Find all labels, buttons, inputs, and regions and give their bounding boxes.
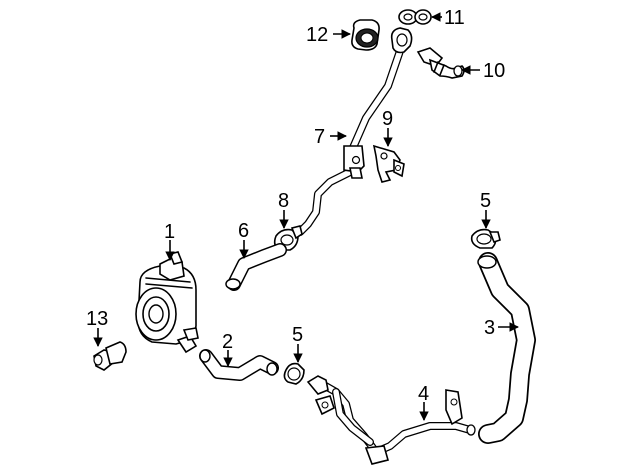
callout-12: 12 <box>306 24 328 46</box>
part-13-connector <box>93 341 127 371</box>
part-9-bracket <box>372 144 405 183</box>
part-4-pipe <box>306 375 476 465</box>
part-10-bolt <box>416 47 465 79</box>
callout-1: 1 <box>164 221 175 243</box>
callout-7: 7 <box>314 126 325 148</box>
leader-lines <box>93 12 519 421</box>
part-11-washers <box>398 9 432 25</box>
part-5-clamp-upper <box>470 228 501 249</box>
part-5-clamp-lower <box>283 362 305 385</box>
part-7-tube <box>296 27 413 236</box>
callout-9: 9 <box>382 108 393 130</box>
callout-13: 13 <box>86 308 108 330</box>
part-1-oil-cooler <box>135 251 199 354</box>
callout-5a: 5 <box>480 190 491 212</box>
part-6-hose <box>225 243 287 291</box>
callout-5b: 5 <box>292 324 303 346</box>
part-3-hose <box>477 252 536 444</box>
callout-3: 3 <box>484 317 495 339</box>
callout-2: 2 <box>222 331 233 353</box>
callout-11: 11 <box>444 7 465 29</box>
part-12-sleeve <box>351 19 380 51</box>
callout-10: 10 <box>483 60 505 82</box>
callout-8: 8 <box>278 190 289 212</box>
callout-4: 4 <box>418 383 429 405</box>
callout-6: 6 <box>238 220 249 242</box>
callout-labels: 1 2 3 4 5 5 6 7 8 9 10 11 12 13 <box>86 7 505 405</box>
part-2-hose <box>199 349 279 381</box>
